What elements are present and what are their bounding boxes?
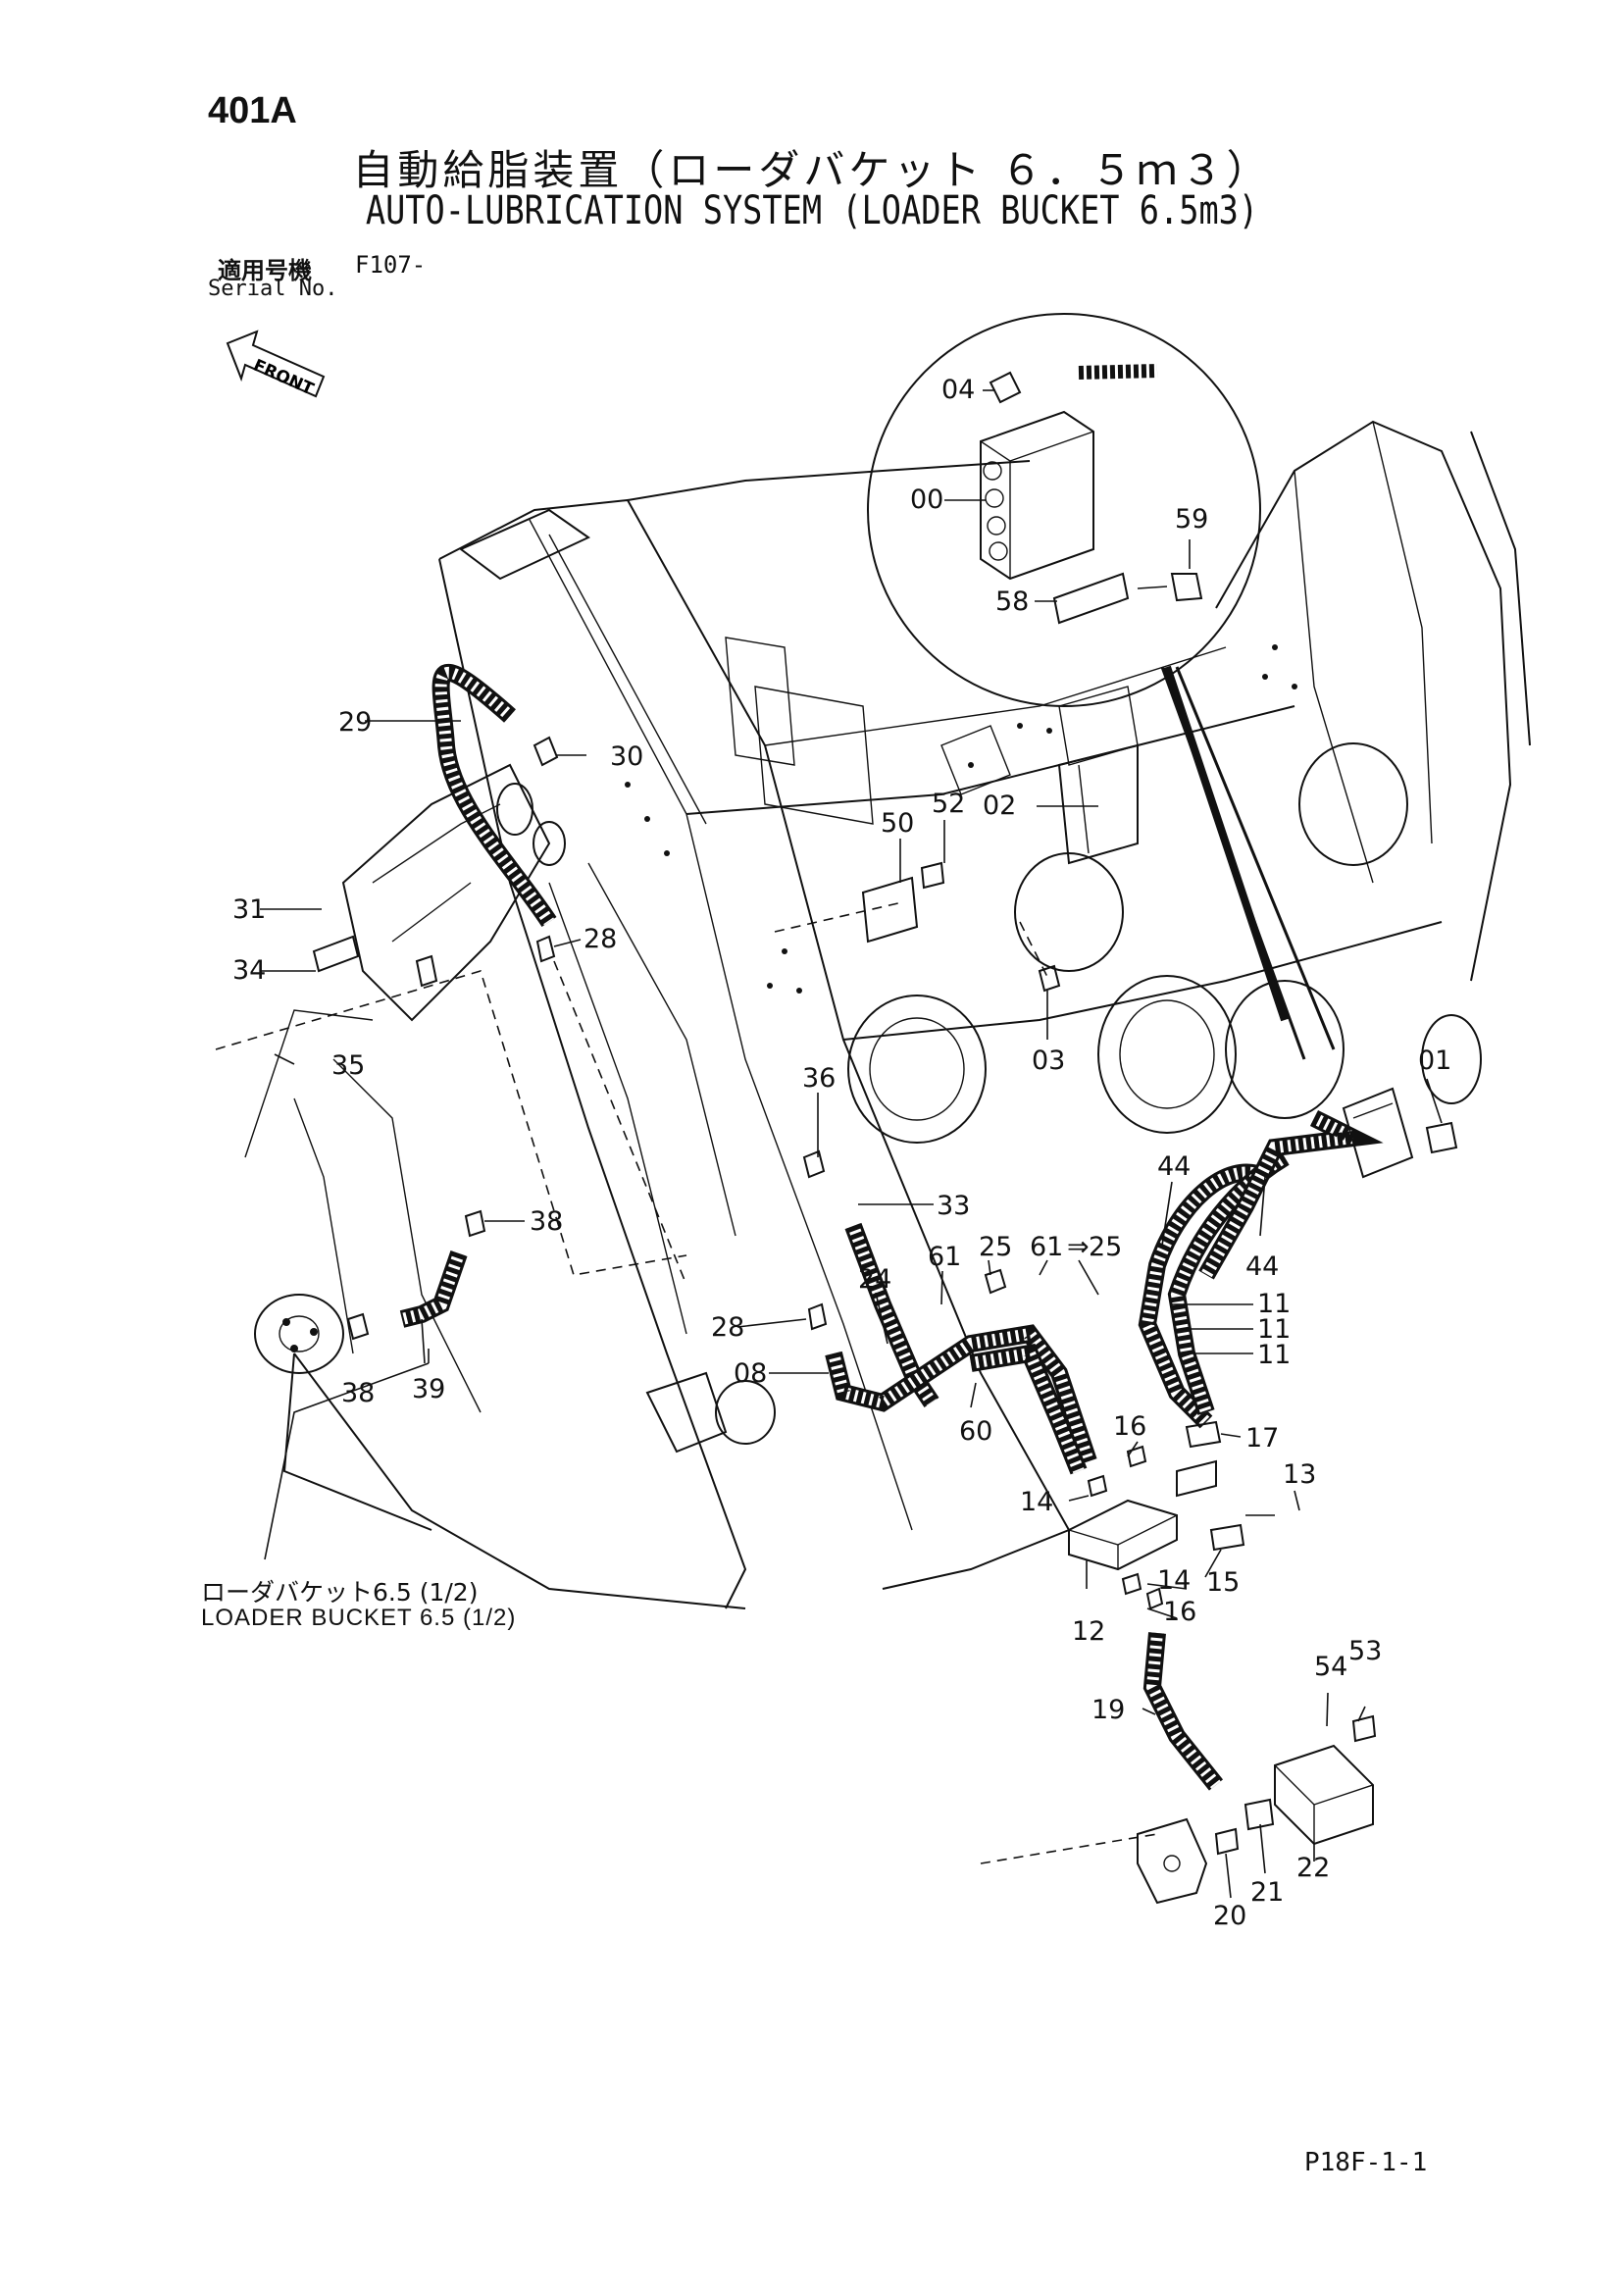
callout-50: 50	[881, 808, 914, 839]
lubrication-hoses	[399, 663, 1384, 1791]
callout-00: 00	[910, 485, 943, 515]
title-japanese: 自動給脂装置（ローダバケット ６．５ｍ３）	[352, 146, 1272, 194]
leader-lines	[260, 389, 1443, 1899]
callout-35: 35	[331, 1050, 365, 1081]
bucket-caption-japanese: ローダバケット6.5 (1/2)	[201, 1578, 479, 1607]
serial-label-english: Serial No.	[208, 277, 338, 301]
callout-19: 19	[1091, 1695, 1125, 1725]
callout-12: 12	[1072, 1616, 1105, 1647]
callout-60: 60	[959, 1416, 992, 1447]
callout-31: 31	[232, 894, 266, 925]
callout-14: 14	[1020, 1487, 1053, 1517]
callout-22: 22	[1296, 1853, 1330, 1883]
callout-36: 36	[802, 1063, 836, 1094]
callout-54: 54	[1314, 1652, 1347, 1682]
callout-28: 28	[584, 924, 617, 954]
callout-25: 25	[979, 1232, 1012, 1262]
pin-plate	[254, 1209, 486, 1374]
callout-28-b: 28	[711, 1312, 744, 1343]
callout-21: 21	[1250, 1877, 1284, 1908]
callout-59: 59	[1175, 504, 1208, 535]
callout-24: 24	[858, 1264, 891, 1295]
injector-valve	[1342, 1087, 1458, 1179]
callout-03: 03	[1032, 1046, 1065, 1076]
callout-20: 20	[1213, 1901, 1246, 1931]
callout-34: 34	[232, 955, 266, 986]
callout-44-b: 44	[1245, 1251, 1279, 1282]
callout-38-b: 38	[341, 1378, 375, 1408]
callout-16: 16	[1113, 1411, 1146, 1442]
front-label: FRONT	[250, 356, 317, 400]
callout-numbers: 04 00 59 58 29 30 02 52 50 31 28 34 03 0…	[232, 375, 1451, 1931]
callout-38: 38	[530, 1206, 563, 1237]
callout-61: 61	[928, 1242, 961, 1272]
loader-frame	[282, 420, 1531, 1609]
callout-02: 02	[983, 791, 1016, 821]
callout-33: 33	[937, 1191, 970, 1221]
phantom-lines	[215, 901, 1158, 1864]
callout-11-a: 11	[1257, 1289, 1291, 1319]
bolt-holes	[625, 644, 1297, 994]
callout-52: 52	[932, 789, 965, 819]
serial-value: F107-	[355, 251, 427, 279]
pivot-bracket-assembly	[244, 763, 566, 1158]
grease-fittings	[533, 736, 1222, 1610]
callout-44: 44	[1157, 1151, 1191, 1182]
callout-11-c: 11	[1257, 1340, 1291, 1370]
serial-label-japanese: 適用号機	[218, 257, 312, 284]
frame-bosses	[715, 742, 1482, 1445]
callout-30: 30	[610, 741, 643, 772]
callout-14-b: 14	[1157, 1565, 1191, 1596]
callout-39: 39	[412, 1374, 445, 1404]
callout-17: 17	[1245, 1423, 1279, 1454]
page-code: 401A	[208, 90, 297, 131]
callout-53: 53	[1348, 1636, 1382, 1666]
callout-08: 08	[734, 1358, 767, 1389]
manifold-block	[1068, 1459, 1245, 1571]
callout-61-b: 61	[1030, 1232, 1063, 1262]
callout-25-b: 25	[1089, 1232, 1122, 1262]
callout-arrow-icon: ⇒	[1067, 1232, 1090, 1262]
callout-13: 13	[1283, 1459, 1316, 1490]
callout-16-b: 16	[1163, 1597, 1196, 1627]
callout-58: 58	[995, 587, 1029, 617]
callout-11-b: 11	[1257, 1314, 1291, 1345]
front-arrow-icon: FRONT	[226, 330, 326, 400]
mounting-brackets	[1137, 1714, 1377, 1905]
title-english: AUTO-LUBRICATION SYSTEM (LOADER BUCKET 6…	[365, 188, 1259, 233]
page-reference: P18F-1-1	[1304, 2148, 1428, 2177]
callout-15: 15	[1206, 1567, 1240, 1598]
callout-29: 29	[338, 707, 372, 738]
bucket-caption-english: LOADER BUCKET 6.5 (1/2)	[201, 1605, 517, 1631]
detail-circle-distributor	[867, 313, 1336, 1060]
callout-04: 04	[941, 375, 975, 405]
callout-01: 01	[1418, 1046, 1451, 1076]
